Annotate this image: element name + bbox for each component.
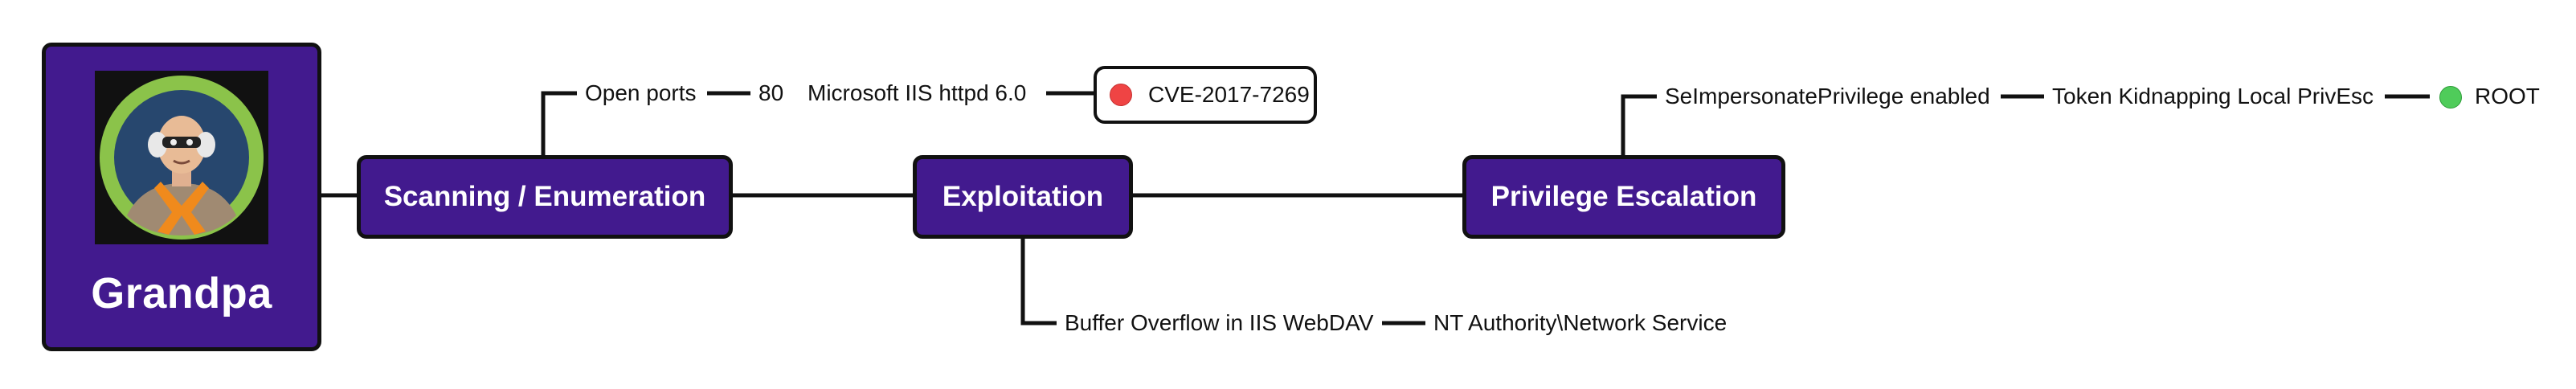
- root-result-label: ROOT: [2475, 84, 2540, 109]
- red-status-dot-icon: [1110, 84, 1132, 106]
- connector-scanning-openports: [541, 91, 577, 155]
- nt-authority-label: NT Authority\Network Service: [1433, 310, 1728, 335]
- scanning-enumeration-node: Scanning / Enumeration: [357, 155, 733, 239]
- port-label: 80: [758, 80, 784, 105]
- root-node: Grandpa: [42, 43, 321, 351]
- root-title: Grandpa: [91, 269, 272, 317]
- token-kidnapping-label: Token Kidnapping Local PrivEsc: [2052, 84, 2374, 109]
- cve-label: CVE-2017-7269: [1148, 82, 1310, 107]
- connector-exploitation-vuln: [1020, 235, 1057, 326]
- green-status-dot-icon: [2439, 86, 2462, 109]
- exploitation-node: Exploitation: [913, 155, 1133, 239]
- connector-privesc-privilege: [1621, 94, 1657, 155]
- open-ports-label: Open ports: [585, 80, 697, 105]
- cve-box: CVE-2017-7269: [1094, 66, 1317, 124]
- service-label: Microsoft IIS httpd 6.0: [808, 80, 1027, 105]
- buffer-overflow-label: Buffer Overflow in IIS WebDAV: [1065, 310, 1374, 335]
- seimpersonate-label: SeImpersonatePrivilege enabled: [1665, 84, 1990, 109]
- privilege-escalation-node: Privilege Escalation: [1462, 155, 1785, 239]
- hacker-avatar-icon: [95, 71, 268, 244]
